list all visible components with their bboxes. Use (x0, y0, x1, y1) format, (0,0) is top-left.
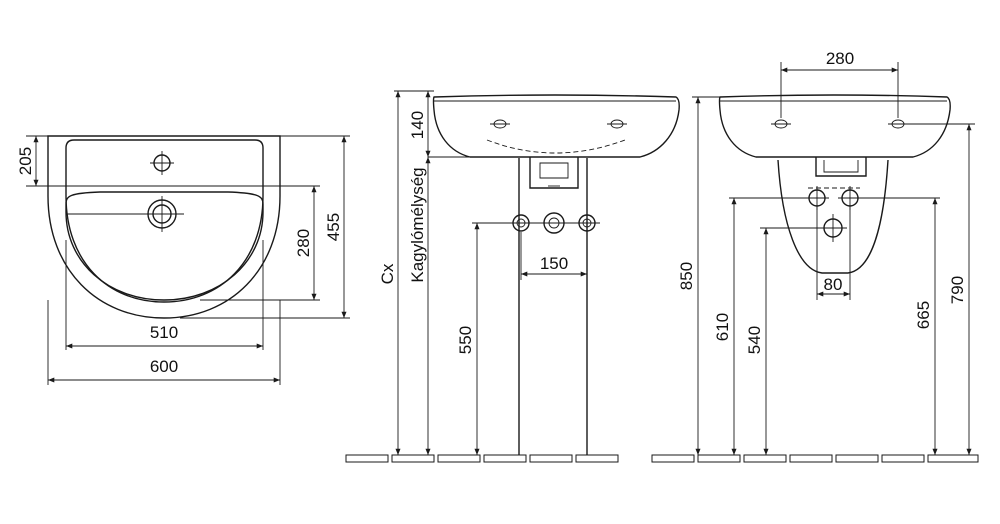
basin-depth-label: Kagylómélység (408, 167, 427, 282)
cx-label: Cx (378, 263, 397, 284)
side-basin-body (718, 94, 951, 158)
dim-140-label: 140 (408, 111, 427, 139)
semi-pedestal (777, 159, 889, 274)
bowl-contour (65, 191, 264, 301)
dim-600-label: 600 (150, 357, 178, 376)
front-floor (345, 454, 619, 463)
dim-610-label: 610 (713, 313, 732, 341)
basin-rim-contour (65, 139, 264, 303)
tap-hole-icon (150, 151, 174, 175)
dim-280-side-label: 280 (826, 49, 854, 68)
dim-550-label: 550 (456, 326, 475, 354)
front-basin-body (432, 94, 680, 158)
side-view: 280 850 80 610 540 665 790 (651, 49, 979, 463)
dim-80-label: 80 (824, 275, 843, 294)
dim-510-label: 510 (150, 323, 178, 342)
dim-455-label: 455 (324, 213, 343, 241)
basin-outer-contour (47, 135, 281, 319)
drain-icon (66, 196, 184, 232)
dim-850-label: 850 (677, 262, 696, 290)
dim-790-label: 790 (948, 276, 967, 304)
side-floor (651, 454, 979, 463)
front-overflow-right-icon (607, 119, 627, 129)
dim-150-label: 150 (540, 254, 568, 273)
dim-205-label: 205 (16, 147, 35, 175)
dim-540-label: 540 (745, 326, 764, 354)
dim-280-plan-label: 280 (294, 229, 313, 257)
plan-view: 205 280 455 510 600 (16, 135, 350, 385)
front-view: 140 Cx Kagylómélység 150 550 (345, 90, 680, 463)
side-tap-hole-right-icon (888, 119, 975, 129)
front-overflow-left-icon (490, 119, 510, 129)
dim-665-label: 665 (914, 301, 933, 329)
front-siphon (529, 157, 579, 189)
side-tap-hole-left-icon (771, 119, 791, 129)
